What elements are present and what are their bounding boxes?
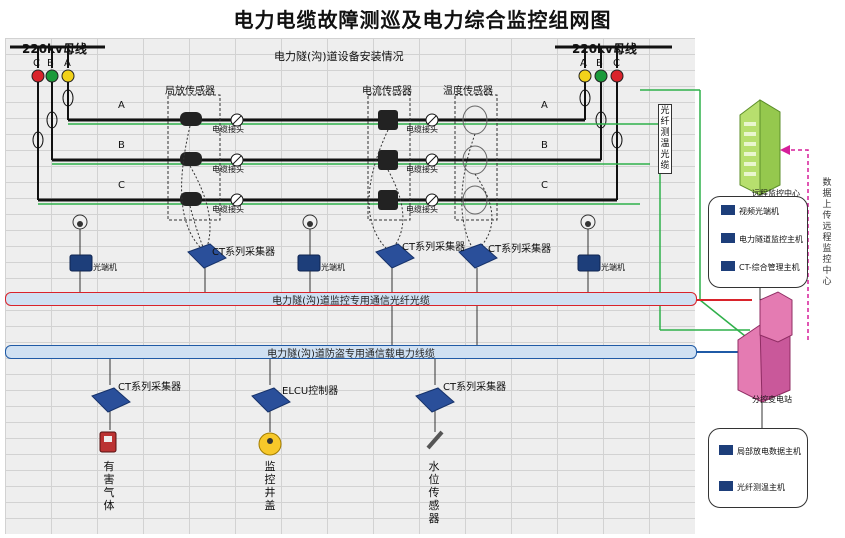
elcu-label: ELCU控制器 (282, 386, 339, 397)
substation-building (737, 291, 793, 403)
phase-dot-left-b (45, 69, 59, 83)
cable-pipe-label: 电力隧(沟)道防盗专用通信载电力线缆 (267, 349, 435, 360)
optical-terminal-label: 光端机 (601, 263, 625, 272)
upload-arrow (790, 149, 809, 340)
fiber-optic-pipe: 电力隧(沟)道监控专用通信光纤光缆 (5, 292, 697, 307)
phase-right-a-label: A (580, 58, 587, 69)
diagram-title: 电力电缆故障测巡及电力综合监控组网图 (233, 8, 612, 32)
ct-collector-label: CT系列采集器 (212, 247, 276, 258)
line-label-b-right: B (541, 140, 548, 151)
panel-item-label: 光纤测温主机 (737, 483, 785, 492)
line-label-a-left: A (118, 100, 125, 111)
tunnel-header: 电力隧(沟)道设备安装情况 (274, 50, 404, 63)
gas-sensor-label: 有害气体 (103, 460, 115, 512)
well-lid-label: 监控井盖 (264, 460, 276, 512)
cable-joint-label: 电缆接头 (406, 205, 438, 214)
temp-sensor-label: 温度传感器 (443, 86, 493, 97)
cable-joint-label: 电缆接头 (212, 205, 244, 214)
phase-dot-right-c (610, 69, 624, 83)
monitor-center-label: 远程监控中心 (752, 189, 800, 198)
water-sensor-label: 水位传感器 (428, 460, 440, 525)
host-icon (719, 481, 733, 491)
monitor-center-building (739, 99, 781, 196)
line-label-a-right: A (541, 100, 548, 111)
bottom-host-panel: 局部放电数据主机 光纤测温主机 (708, 428, 808, 508)
busbar-left-label: 220kv母线 (22, 42, 87, 56)
panel-item-label: 电力隧道监控主机 (739, 235, 803, 244)
panel-item-label: 视频光端机 (739, 207, 779, 216)
cable-joint-label: 电缆接头 (212, 165, 244, 174)
top-host-panel: 视频光端机 电力隧道监控主机 CT-综合管理主机 (708, 196, 808, 288)
current-sensor-label: 电流传感器 (362, 86, 412, 97)
panel-item-label: 局部放电数据主机 (737, 447, 801, 456)
line-label-c-right: C (541, 180, 548, 191)
panel-item-label: CT-综合管理主机 (739, 263, 800, 272)
ct-bottom-label-2: CT系列采集器 (443, 382, 507, 393)
cable-joint-label: 电缆接头 (212, 125, 244, 134)
host-icon (719, 445, 733, 455)
phase-dot-right-a (578, 69, 592, 83)
ct-bottom-label-1: CT系列采集器 (118, 382, 182, 393)
ct-collector-label: CT系列采集器 (402, 242, 466, 253)
water-level-sensor-device (426, 430, 444, 450)
upload-text: 数据上传远程监控中心 (822, 178, 832, 287)
fiber-pipe-label: 电力隧(沟)道监控专用通信光纤光缆 (272, 296, 430, 307)
ct-collector-units-top (187, 243, 498, 269)
cable-joint-label: 电缆接头 (406, 165, 438, 174)
host-icon (721, 261, 735, 271)
optical-terminal-label: 光端机 (93, 263, 117, 272)
phase-dot-left-a (61, 69, 75, 83)
phase-dot-left-c (31, 69, 45, 83)
cable-joint-label: 电缆接头 (406, 125, 438, 134)
power-cable-pipe: 电力隧(沟)道防盗专用通信载电力线缆 (5, 345, 697, 360)
fiber-side-label: 光纤测温光缆 (658, 104, 672, 174)
host-icon (721, 233, 735, 243)
substation-label: 分控变电站 (752, 395, 792, 404)
phase-left-c-label: C (33, 58, 40, 69)
line-label-c-left: C (118, 180, 125, 191)
phase-left-b-label: B (47, 58, 54, 69)
optical-terminal-label: 光端机 (321, 263, 345, 272)
pd-sensor-label: 局放传感器 (165, 86, 215, 97)
ct-collector-label: CT系列采集器 (488, 244, 552, 255)
phase-left-a-label: A (64, 58, 71, 69)
busbar-right-label: 220kv母线 (572, 42, 637, 56)
phase-right-b-label: B (596, 58, 603, 69)
phase-dot-right-b (594, 69, 608, 83)
line-label-b-left: B (118, 140, 125, 151)
host-icon (721, 205, 735, 215)
phase-right-c-label: C (613, 58, 620, 69)
